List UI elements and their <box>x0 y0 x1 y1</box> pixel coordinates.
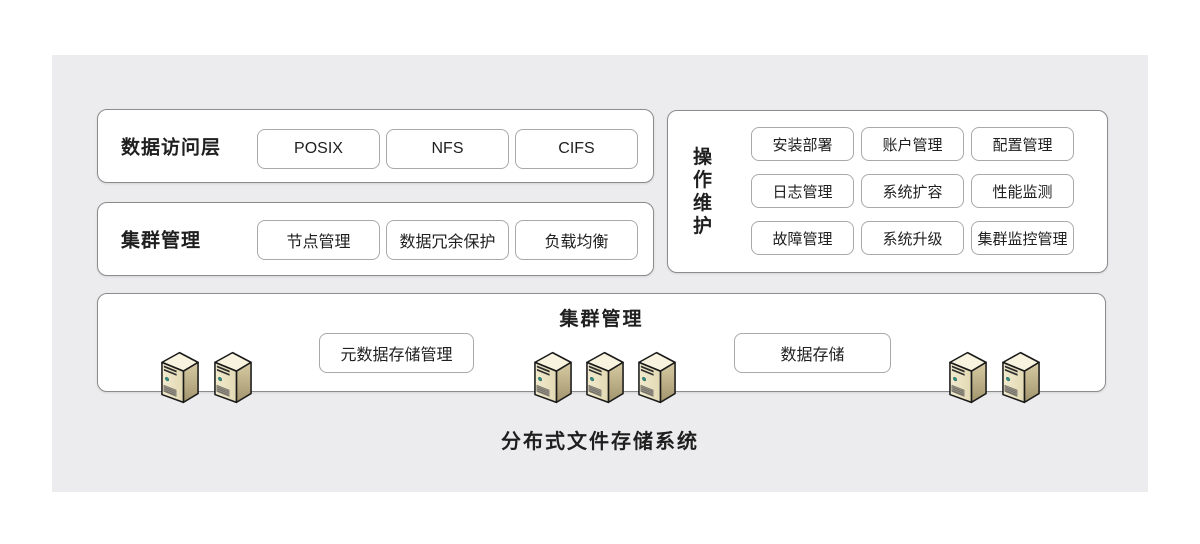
ops-maintenance-box: 操作维护 安装部署 账户管理 配置管理 日志管理 系统扩容 性能监测 故障管理 … <box>667 110 1108 273</box>
storage-cluster-title: 集群管理 <box>559 309 644 330</box>
storage-cluster-box: 集群管理 元数据存储管理 数据存储 <box>97 293 1106 392</box>
cluster-monitor-button[interactable]: 集群监控管理 <box>971 221 1074 255</box>
cifs-button[interactable]: CIFS <box>515 129 638 169</box>
load-balance-button[interactable]: 负载均衡 <box>515 220 638 260</box>
access-layer-label: 数据访问层 <box>121 137 222 159</box>
data-storage-button[interactable]: 数据存储 <box>734 333 891 373</box>
node-mgmt-button[interactable]: 节点管理 <box>257 220 380 260</box>
cluster-mgmt-label: 集群管理 <box>121 230 202 252</box>
perf-monitor-button[interactable]: 性能监测 <box>971 174 1074 208</box>
server-icon <box>949 351 987 404</box>
cluster-mgmt-box: 集群管理 节点管理 数据冗余保护 负载均衡 <box>97 202 654 276</box>
server-icon <box>214 351 252 404</box>
nfs-button[interactable]: NFS <box>386 129 509 169</box>
system-expand-button[interactable]: 系统扩容 <box>861 174 964 208</box>
server-icon <box>586 351 624 404</box>
log-mgmt-button[interactable]: 日志管理 <box>751 174 854 208</box>
posix-button[interactable]: POSIX <box>257 129 380 169</box>
config-mgmt-button[interactable]: 配置管理 <box>971 127 1074 161</box>
access-layer-box: 数据访问层 POSIX NFS CIFS <box>97 109 654 183</box>
system-upgrade-button[interactable]: 系统升级 <box>861 221 964 255</box>
ops-maintenance-label: 操作维护 <box>692 147 712 237</box>
server-icon <box>638 351 676 404</box>
diagram-title: 分布式文件存储系统 <box>501 431 699 453</box>
metadata-storage-button[interactable]: 元数据存储管理 <box>319 333 474 373</box>
account-mgmt-button[interactable]: 账户管理 <box>861 127 964 161</box>
server-icon <box>161 351 199 404</box>
server-icon <box>1002 351 1040 404</box>
install-deploy-button[interactable]: 安装部署 <box>751 127 854 161</box>
server-icon <box>534 351 572 404</box>
fault-mgmt-button[interactable]: 故障管理 <box>751 221 854 255</box>
data-redundancy-button[interactable]: 数据冗余保护 <box>386 220 509 260</box>
